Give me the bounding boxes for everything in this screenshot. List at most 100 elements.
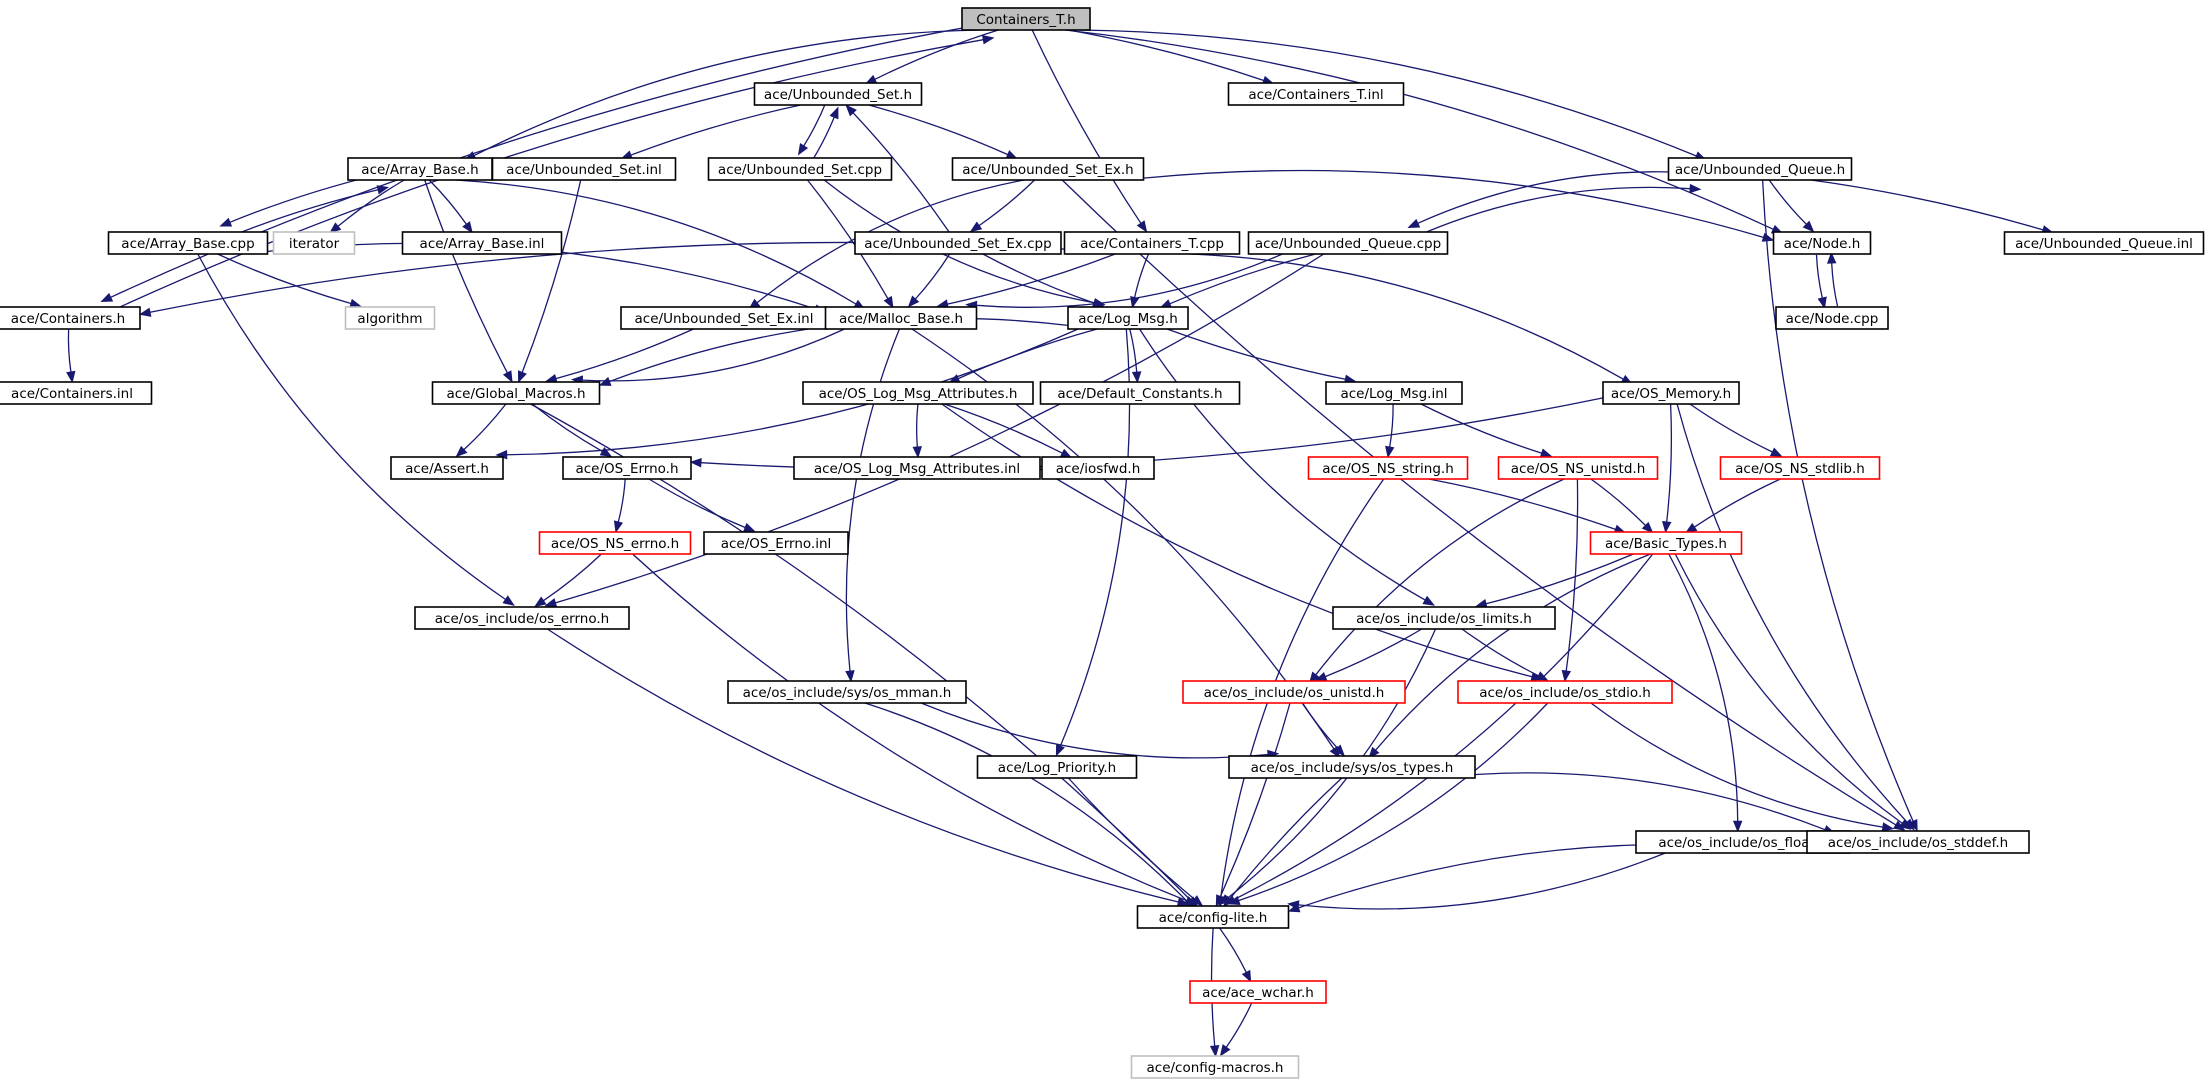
node-unbounded_set_ex_cpp[interactable]: ace/Unbounded_Set_Ex.cpp (854, 231, 1062, 255)
node-malloc_base_h[interactable]: ace/Malloc_Base.h (824, 306, 978, 330)
edge-line (617, 478, 626, 523)
node-os_log_msg_attributes_inl[interactable]: ace/OS_Log_Msg_Attributes.inl (793, 456, 1041, 480)
node-box (1589, 531, 1743, 555)
node-label: ace/Unbounded_Set_Ex.inl (635, 311, 814, 327)
node-containers_t_h[interactable]: Containers_T.h (961, 7, 1091, 31)
node-algorithm[interactable]: algorithm (344, 306, 436, 330)
node-os_include_os_stddef_h[interactable]: ace/os_include/os_stddef.h (1806, 830, 2030, 854)
node-unbounded_set_h[interactable]: ace/Unbounded_Set.h (753, 82, 923, 106)
node-iterator[interactable]: iterator (272, 231, 356, 255)
node-os_include_os_unistd_h[interactable]: ace/os_include/os_unistd.h (1182, 680, 1406, 704)
edge-line (67, 328, 72, 373)
node-os_include_os_float_h[interactable]: ace/os_include/os_float.h (1635, 830, 1851, 854)
edge-line (582, 328, 845, 382)
edge-line (1565, 478, 1579, 672)
edge-arrowhead (1422, 595, 1435, 606)
node-os_include_os_stdio_h[interactable]: ace/os_include/os_stdio.h (1457, 680, 1673, 704)
node-containers_inl[interactable]: ace/Containers.inl (0, 381, 153, 405)
node-unbounded_set_ex_h[interactable]: ace/Unbounded_Set_Ex.h (951, 157, 1145, 181)
edge-line (914, 253, 951, 300)
node-os_errno_inl[interactable]: ace/OS_Errno.inl (703, 531, 849, 555)
node-log_priority_h[interactable]: ace/Log_Priority.h (976, 755, 1138, 779)
edge-arrowhead (1227, 895, 1241, 905)
edge-unbounded_set_cpp-to-unbounded_set_h (811, 106, 839, 162)
node-unbounded_queue_cpp[interactable]: ace/Unbounded_Queue.cpp (1247, 231, 1449, 255)
node-box (1325, 381, 1463, 405)
node-containers_t_cpp[interactable]: ace/Containers_T.cpp (1063, 231, 1241, 255)
edge-os_ns_unistd_h-to-basic_types_h (1590, 478, 1654, 534)
node-log_msg_inl[interactable]: ace/Log_Msg.inl (1325, 381, 1463, 405)
node-config_macros_h[interactable]: ace/config-macros.h (1130, 1055, 1300, 1079)
node-unbounded_queue_inl[interactable]: ace/Unbounded_Queue.inl (2003, 231, 2205, 255)
node-assert_h[interactable]: ace/Assert.h (390, 456, 504, 480)
node-default_constants_h[interactable]: ace/Default_Constants.h (1039, 381, 1241, 405)
node-box (802, 381, 1034, 405)
node-unbounded_queue_h[interactable]: ace/Unbounded_Queue.h (1667, 157, 1853, 181)
edge-line (424, 179, 508, 374)
node-global_macros_h[interactable]: ace/Global_Macros.h (431, 381, 601, 405)
node-label: ace/Global_Macros.h (446, 386, 585, 402)
node-box (1457, 680, 1673, 704)
edge-array_base_h-to-iterator (329, 179, 405, 234)
edge-line (1220, 478, 1385, 897)
node-node_cpp[interactable]: ace/Node.cpp (1775, 306, 1889, 330)
node-array_base_h[interactable]: ace/Array_Base.h (347, 157, 493, 181)
node-config_lite_h[interactable]: ace/config-lite.h (1136, 905, 1290, 929)
edge-line (1065, 29, 1774, 230)
node-label: ace/Node.h (1784, 236, 1861, 252)
node-iosfwd_h[interactable]: ace/iosfwd.h (1041, 456, 1155, 480)
node-log_msg_h[interactable]: ace/Log_Msg.h (1067, 306, 1189, 330)
edge-arrowhead (1817, 296, 1827, 310)
node-label: ace/Containers.inl (11, 386, 133, 402)
node-os_log_msg_attributes_h[interactable]: ace/OS_Log_Msg_Attributes.h (802, 381, 1034, 405)
edge-arrowhead (1899, 819, 1912, 830)
node-box (1130, 1055, 1300, 1079)
edge-line (976, 253, 1283, 308)
node-box (1189, 980, 1327, 1004)
edge-arrowhead (1209, 1045, 1220, 1058)
node-node_h[interactable]: ace/Node.h (1772, 231, 1872, 255)
node-box (1227, 82, 1405, 106)
edge-line (1129, 328, 1138, 373)
node-label: ace/os_include/os_stdio.h (1479, 685, 1651, 701)
node-box (431, 381, 601, 405)
node-os_errno_h[interactable]: ace/OS_Errno.h (562, 456, 692, 480)
node-label: ace/OS_NS_errno.h (551, 536, 679, 552)
edge-os_errno_h-to-os_ns_errno_h (613, 478, 626, 534)
edge-line (1768, 179, 1807, 225)
node-box (1775, 306, 1889, 330)
node-os_ns_string_h[interactable]: ace/OS_NS_string.h (1307, 456, 1469, 480)
node-os_ns_stdlib_h[interactable]: ace/OS_NS_stdlib.h (1719, 456, 1881, 480)
node-os_include_sys_os_types_h[interactable]: ace/os_include/sys/os_types.h (1228, 755, 1476, 779)
node-label: ace/Containers_T.cpp (1080, 236, 1224, 252)
edge-unbounded_set_cpp-to-malloc_base_h (806, 179, 894, 309)
edge-arrowhead (1385, 445, 1395, 459)
edge-line (1761, 179, 1914, 822)
node-containers_t_inl[interactable]: ace/Containers_T.inl (1227, 82, 1405, 106)
node-unbounded_set_ex_inl[interactable]: ace/Unbounded_Set_Ex.inl (620, 306, 828, 330)
edge-os_ns_unistd_h-to-os_include_os_stdio_h (1561, 478, 1579, 683)
edge-line (1169, 253, 1316, 305)
edge-os_ns_errno_h-to-os_include_os_errno_h (534, 553, 602, 608)
edge-unbounded_queue_cpp-to-malloc_base_h (965, 253, 1283, 311)
node-basic_types_h[interactable]: ace/Basic_Types.h (1589, 531, 1743, 555)
node-array_base_inl[interactable]: ace/Array_Base.inl (401, 231, 563, 255)
node-os_include_os_limits_h[interactable]: ace/os_include/os_limits.h (1332, 606, 1556, 630)
edge-arrowhead (599, 447, 613, 457)
node-ace_wchar_h[interactable]: ace/ace_wchar.h (1189, 980, 1327, 1004)
edge-line (463, 403, 507, 451)
node-unbounded_set_inl[interactable]: ace/Unbounded_Set.inl (491, 157, 677, 181)
edge-log_msg_h-to-os_log_msg_attributes_h (947, 328, 1098, 384)
node-unbounded_set_cpp[interactable]: ace/Unbounded_Set.cpp (707, 157, 893, 181)
edge-array_base_cpp-to-array_base_h (224, 185, 390, 240)
node-label: ace/Unbounded_Set.cpp (718, 162, 882, 178)
node-os_include_sys_os_mman_h[interactable]: ace/os_include/sys/os_mman.h (727, 680, 967, 704)
node-containers_h[interactable]: ace/Containers.h (0, 306, 141, 330)
node-os_ns_unistd_h[interactable]: ace/OS_NS_unistd.h (1497, 456, 1659, 480)
node-array_base_cpp[interactable]: ace/Array_Base.cpp (107, 231, 269, 255)
node-os_include_os_errno_h[interactable]: ace/os_include/os_errno.h (414, 606, 630, 630)
edge-line (217, 253, 352, 305)
node-box (753, 82, 923, 106)
node-os_ns_errno_h[interactable]: ace/OS_NS_errno.h (538, 531, 692, 555)
node-os_memory_h[interactable]: ace/OS_Memory.h (1602, 381, 1740, 405)
